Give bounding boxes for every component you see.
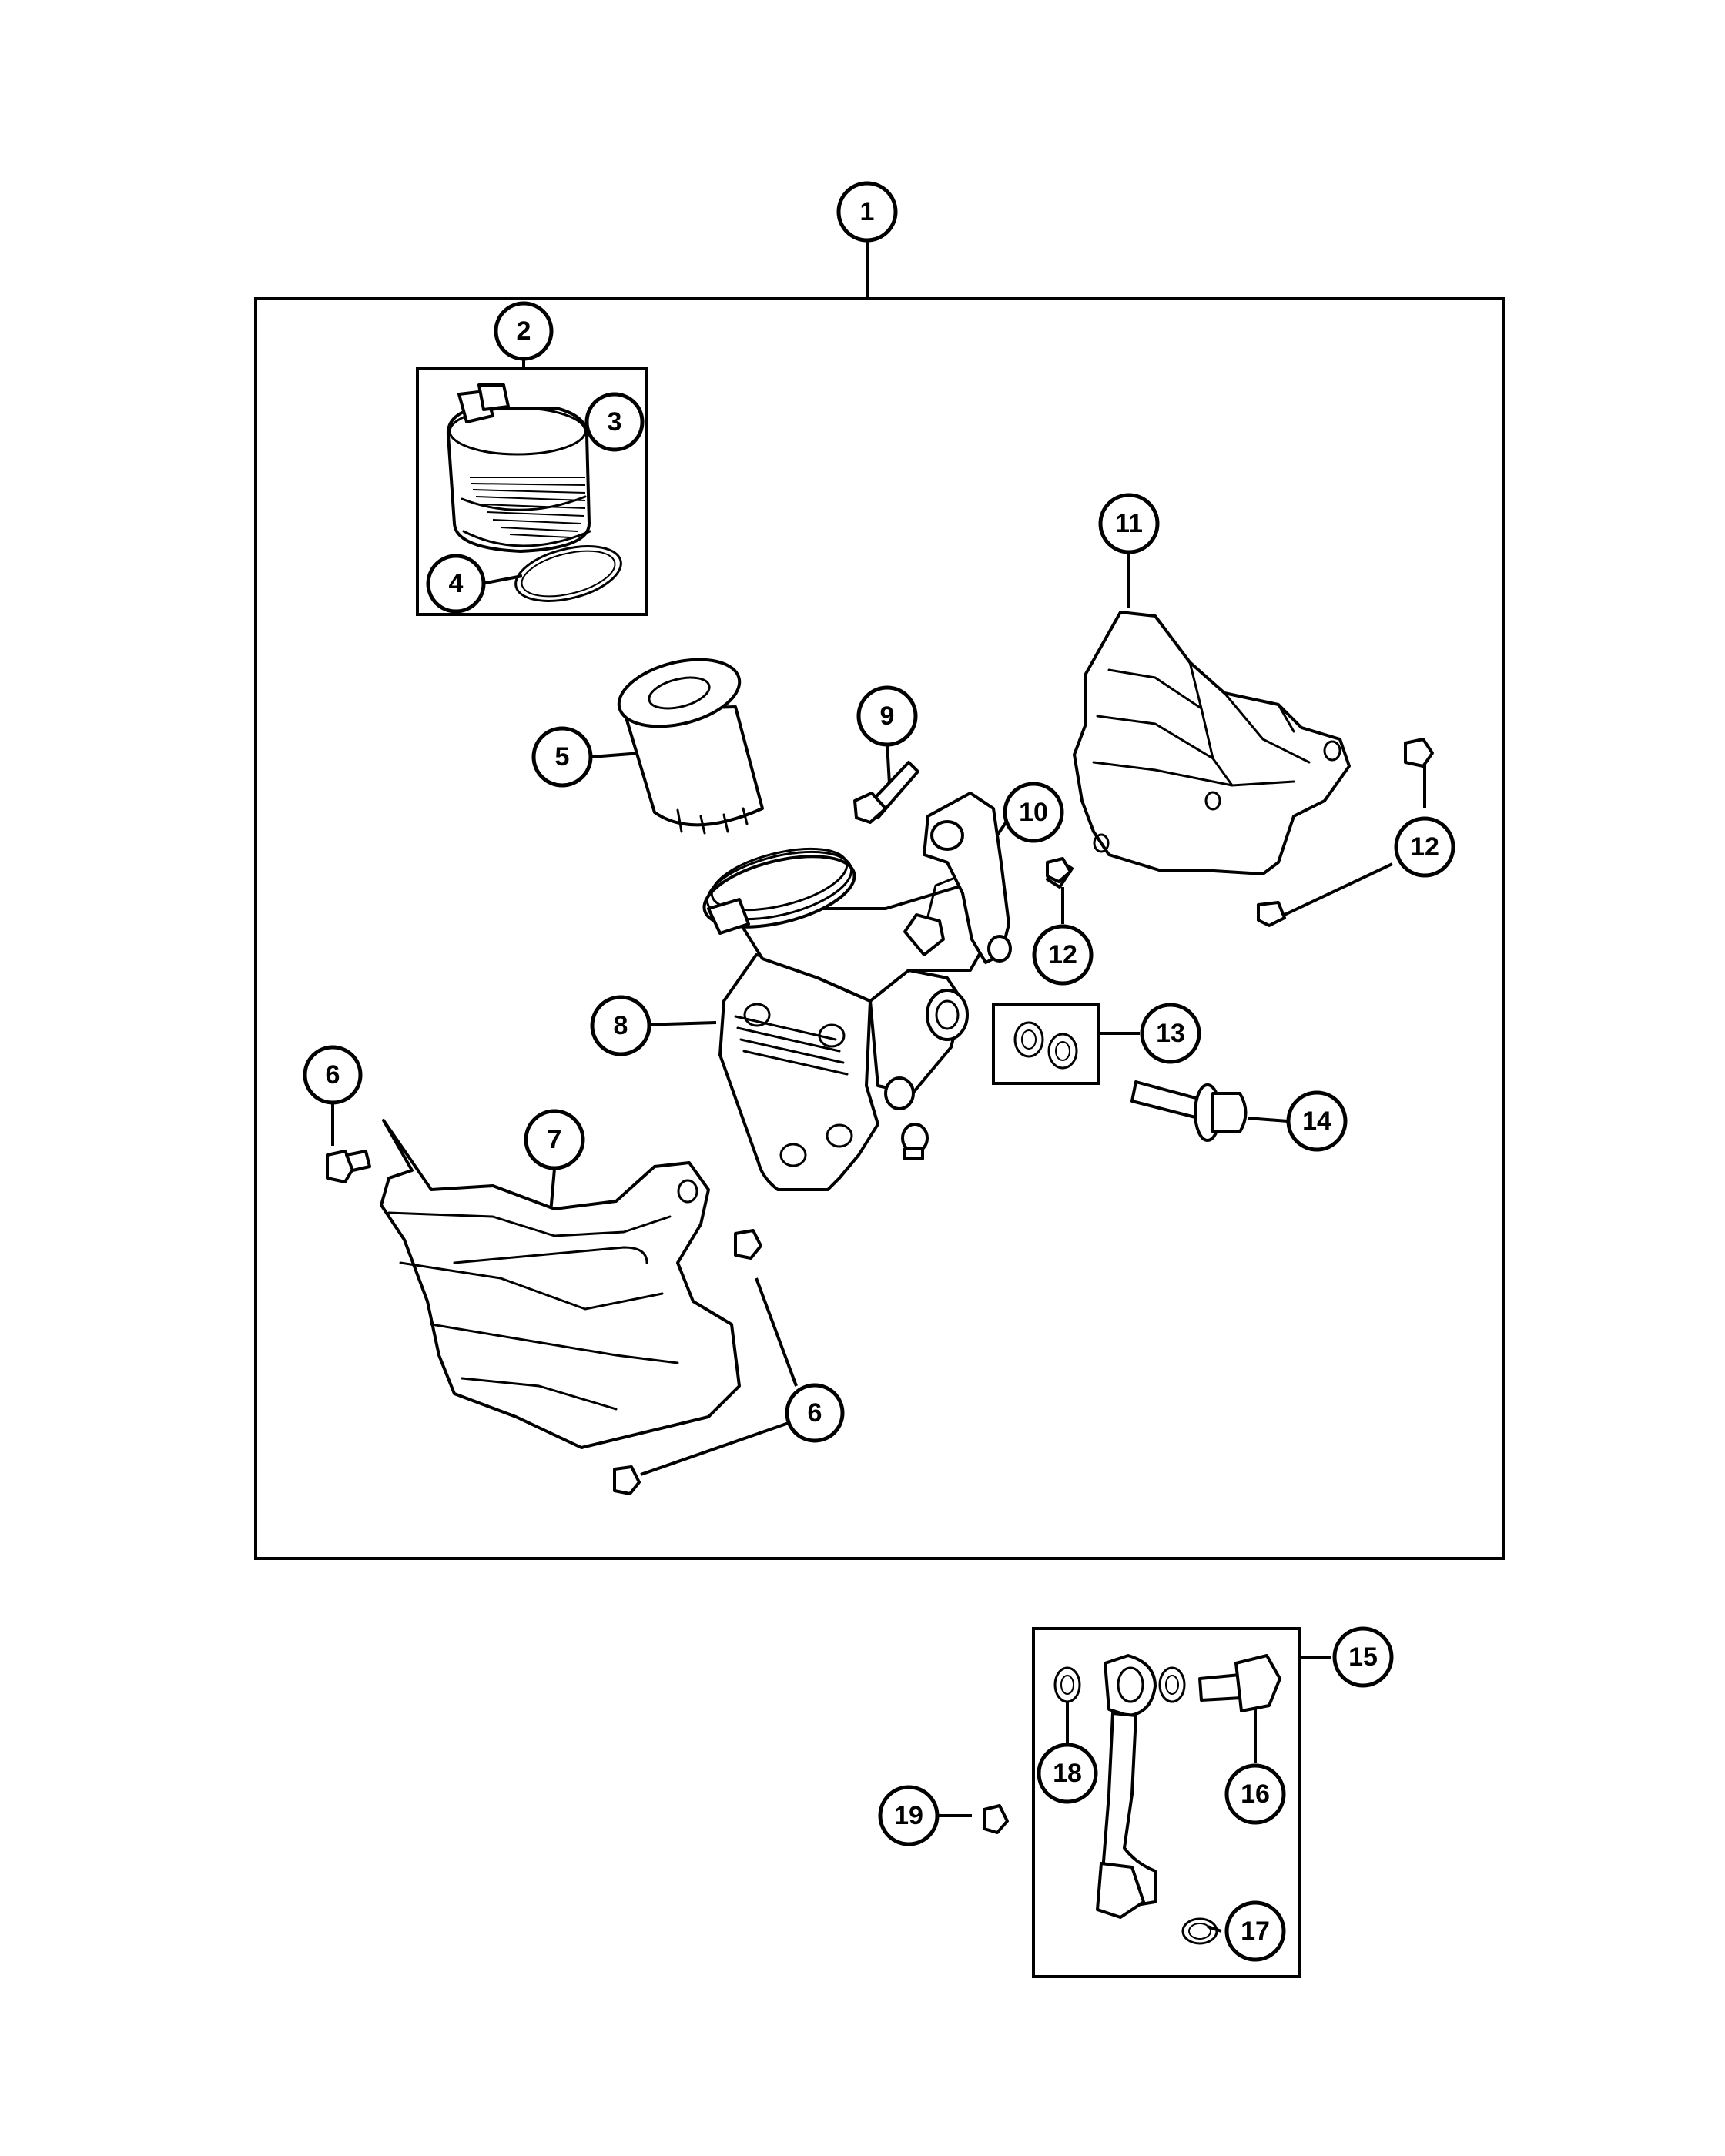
svg-text:11: 11 (1115, 509, 1143, 538)
svg-text:15: 15 (1348, 1642, 1378, 1672)
assembly-frame (254, 297, 1505, 1560)
callout-1: 1 (836, 181, 898, 243)
svg-text:16: 16 (1241, 1779, 1270, 1809)
cap-kit-frame (416, 367, 648, 616)
svg-text:3: 3 (608, 407, 622, 437)
callout-12-right: 12 (1394, 816, 1455, 878)
callout-15: 15 (1332, 1626, 1394, 1688)
filter-element (617, 658, 764, 835)
cap-o-ring (514, 545, 622, 602)
mount-bracket (923, 792, 1012, 964)
callout-17: 17 (1224, 1900, 1286, 1962)
callout-7: 7 (524, 1109, 585, 1170)
callout-3: 3 (584, 392, 645, 452)
svg-text:19: 19 (894, 1801, 923, 1830)
callout-18: 18 (1037, 1743, 1098, 1804)
seal-ring-a (1013, 1021, 1044, 1058)
svg-text:6: 6 (326, 1060, 340, 1090)
svg-text:1: 1 (860, 197, 875, 226)
seal-kit-frame (992, 1003, 1100, 1085)
callout-13: 13 (1140, 1003, 1201, 1064)
shield-bolts-left (326, 1150, 762, 1495)
callout-2: 2 (494, 301, 554, 361)
callout-16: 16 (1224, 1763, 1286, 1825)
svg-text:18: 18 (1053, 1759, 1082, 1788)
svg-text:17: 17 (1241, 1917, 1270, 1946)
long-bolt (853, 761, 919, 824)
svg-text:13: 13 (1156, 1019, 1185, 1048)
right-heat-shield (1073, 611, 1351, 875)
oil-filter-housing (702, 847, 1003, 1191)
seal-ring-b (1047, 1033, 1078, 1070)
callout-9: 9 (856, 685, 918, 747)
svg-text:7: 7 (548, 1125, 562, 1154)
callout-19: 19 (878, 1785, 940, 1846)
svg-text:12: 12 (1048, 940, 1077, 969)
callout-6-upper-left: 6 (303, 1045, 363, 1105)
svg-text:4: 4 (449, 569, 464, 598)
filter-cap (446, 383, 591, 553)
callout-8: 8 (590, 995, 651, 1056)
callout-6-lower: 6 (785, 1383, 845, 1443)
svg-text:2: 2 (517, 316, 531, 346)
callout-11: 11 (1098, 493, 1160, 554)
callout-5: 5 (531, 726, 593, 788)
svg-text:6: 6 (808, 1398, 822, 1428)
svg-text:9: 9 (880, 701, 895, 731)
shield-bolts-right (1046, 738, 1434, 927)
svg-text:14: 14 (1302, 1106, 1331, 1136)
svg-text:10: 10 (1019, 798, 1048, 827)
svg-text:12: 12 (1410, 832, 1439, 862)
left-heat-shield (380, 1119, 741, 1449)
svg-text:5: 5 (555, 742, 570, 772)
callout-14: 14 (1286, 1090, 1348, 1152)
oil-tube-assembly (983, 1654, 1281, 1945)
callout-4: 4 (426, 554, 486, 614)
callout-12-left: 12 (1032, 924, 1094, 986)
callout-10: 10 (1003, 782, 1064, 843)
tube-kit-frame (1032, 1627, 1301, 1978)
flange-bolt (1130, 1080, 1248, 1142)
svg-text:8: 8 (614, 1011, 628, 1040)
